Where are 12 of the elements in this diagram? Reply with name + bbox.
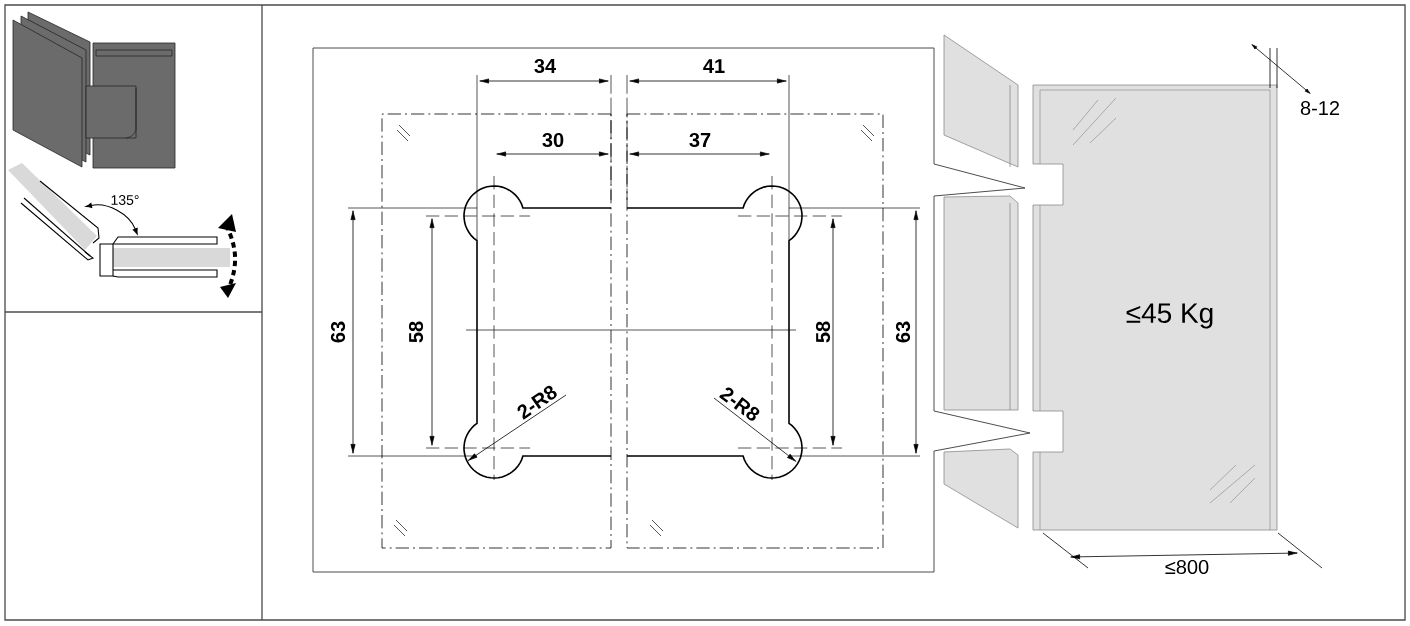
dimension-label: 63 — [895, 321, 911, 343]
dimension-label: 63 — [330, 321, 346, 343]
dimension-label: 37 — [689, 132, 711, 148]
dimension-label: 41 — [703, 59, 725, 73]
dimension-label: 58 — [815, 321, 831, 343]
dimension-label: 30 — [542, 132, 564, 148]
dimension-label: 135° — [111, 195, 139, 205]
dimension-label: 34 — [534, 58, 557, 74]
dimension-label: 8-12 — [1300, 100, 1339, 116]
dimension-label: ≤800 — [1165, 559, 1209, 575]
glass-door: ≤45 Kg — [1032, 84, 1278, 531]
dimension-label: 58 — [408, 321, 424, 343]
